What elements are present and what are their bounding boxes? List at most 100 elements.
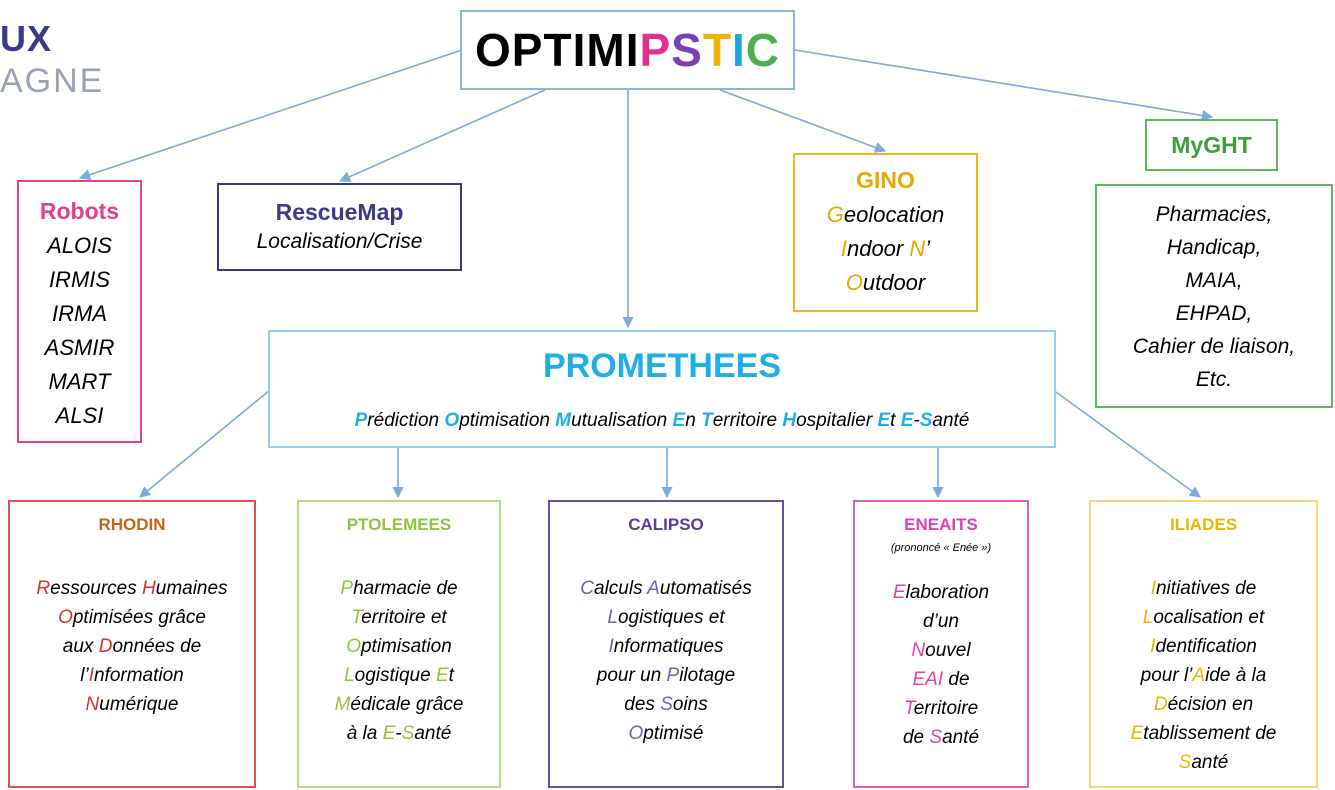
- rhodin-text: umaines: [155, 578, 228, 599]
- myght-item: Etc.: [1195, 368, 1233, 391]
- rhodin-text: essources: [50, 578, 143, 599]
- promethees-word: anté: [932, 410, 970, 431]
- eneaits-text: erritoire: [913, 698, 979, 719]
- rhodin-initial: D: [98, 636, 113, 657]
- rhodin-line: Optimisées grâce: [10, 603, 254, 632]
- rhodin-initial: I: [88, 665, 94, 686]
- iliades-text: anté: [1191, 752, 1229, 773]
- promethees-word: n: [685, 410, 702, 431]
- optimipstic-letter: I: [731, 24, 746, 76]
- promethees-word: erritoire: [712, 410, 783, 431]
- ptolemees-text: t: [448, 665, 454, 686]
- optimipstic-letter: T: [702, 24, 732, 76]
- rhodin-text: onnées de: [112, 636, 202, 657]
- gino-line: Geolocation: [795, 198, 976, 232]
- robot-item: ALOIS: [47, 233, 112, 258]
- optimipstic-letter: I: [625, 24, 640, 76]
- arrow-optim-to-myght: [794, 49, 1214, 121]
- iliades-text: dentification: [1155, 636, 1257, 657]
- eneaits-title: ENEAITS: [904, 515, 978, 534]
- calipso-initial: S: [660, 694, 673, 715]
- promethees-word: rédiction: [367, 410, 445, 431]
- calipso-text: nformatiques: [613, 636, 724, 657]
- optimipstic-letter: M: [586, 24, 626, 76]
- promethees-initial: M: [555, 410, 572, 431]
- myght-item: Pharmacies,: [1155, 203, 1273, 226]
- rhodin-text: l’: [80, 665, 89, 686]
- myght-list-box: Pharmacies,Handicap,MAIA,EHPAD,Cahier de…: [1095, 184, 1333, 408]
- ptolemees-initial: S: [401, 723, 415, 744]
- optimipstic-box: OPTIMIPSTIC: [460, 10, 795, 90]
- gino-word: utdoor: [862, 270, 926, 295]
- promethees-word: ptimisation: [459, 410, 556, 431]
- calipso-text: utomatisés: [659, 578, 752, 599]
- iliades-initial: I: [1150, 578, 1156, 599]
- optimipstic-letter: P: [511, 24, 544, 76]
- arrow-optim-to-gino: [719, 89, 887, 153]
- optimipstic-letter: S: [671, 24, 703, 76]
- eneaits-initial: EAI: [912, 669, 944, 690]
- eneaits-text: anté: [942, 727, 980, 748]
- promethees-word: t: [890, 410, 901, 431]
- logo-line-2: AGNE: [0, 62, 105, 100]
- promethees-initial: P: [354, 410, 368, 431]
- iliades-line: Santé: [1091, 748, 1316, 777]
- rhodin-initial: R: [36, 578, 51, 599]
- ptolemees-text: à la: [346, 723, 383, 744]
- eneaits-pronunciation-note: (prononcé « Enée »): [890, 542, 992, 554]
- arrow-promethees-to-iliades: [1055, 391, 1201, 498]
- ptolemees-line: Pharmacie de: [299, 574, 499, 603]
- rhodin-text: ptimisées grâce: [72, 607, 206, 628]
- ptolemees-line: Médicale grâce: [299, 690, 499, 719]
- robot-item: IRMIS: [48, 267, 111, 292]
- iliades-initial: S: [1178, 752, 1192, 773]
- calipso-initial: A: [647, 578, 660, 599]
- iliades-line: Décision en: [1091, 690, 1316, 719]
- promethees-title: PROMETHEES: [542, 347, 782, 385]
- rhodin-initial: H: [142, 578, 156, 599]
- gino-initial: I: [840, 236, 847, 261]
- calipso-initial: L: [607, 607, 618, 628]
- calipso-text: ilotage: [679, 665, 736, 686]
- ptolemees-text: édicale grâce: [350, 694, 464, 715]
- promethees-word: -: [913, 410, 920, 431]
- gino-word: ’: [925, 236, 931, 261]
- calipso-line: Informatiques: [550, 632, 782, 661]
- calipso-text: pour un: [596, 665, 667, 686]
- calipso-text: ptimisé: [643, 723, 704, 744]
- iliades-text: ocalisation et: [1153, 607, 1265, 628]
- promethees-acronym: Prédiction Optimisation Mutualisation En…: [270, 410, 1054, 432]
- rhodin-text: aux: [62, 636, 99, 657]
- promethees-initial: S: [919, 410, 933, 431]
- ptolemees-text: harmacie de: [353, 578, 458, 599]
- optimipstic-letter: T: [543, 24, 573, 76]
- gino-line: Indoor N’: [795, 232, 976, 266]
- arrow-optim-to-robots: [78, 49, 463, 181]
- arrow-optim-to-rescuemap: [338, 89, 546, 183]
- calipso-line: Logistiques et: [550, 603, 782, 632]
- optimipstic-letter: I: [572, 24, 587, 76]
- iliades-line: Identification: [1091, 632, 1316, 661]
- iliades-initial: A: [1192, 665, 1206, 686]
- eneaits-text: de: [902, 727, 930, 748]
- iliades-line: Localisation et: [1091, 603, 1316, 632]
- calipso-initial: P: [666, 665, 680, 686]
- iliades-text: pour l’: [1140, 665, 1193, 686]
- gino-word: ndoor: [846, 236, 910, 261]
- calipso-text: des: [624, 694, 661, 715]
- myght-item: Handicap,: [1166, 236, 1262, 259]
- eneaits-initial: S: [929, 727, 943, 748]
- rhodin-line: Ressources Humaines: [10, 574, 254, 603]
- promethees-initial: E: [672, 410, 686, 431]
- optimipstic-letter: P: [639, 24, 672, 76]
- logo-line-1: UX: [0, 18, 53, 59]
